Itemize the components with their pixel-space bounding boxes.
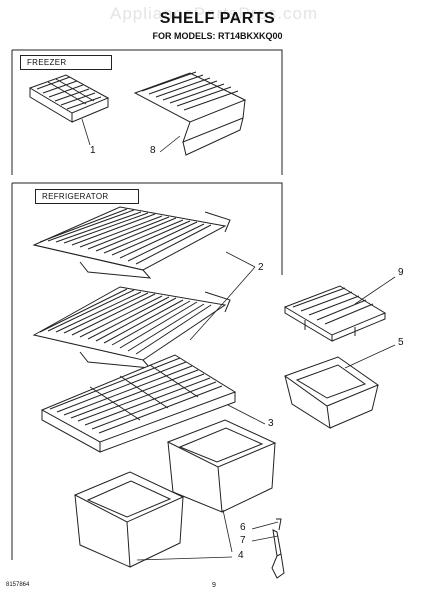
callout-3: 3 <box>268 418 274 429</box>
wire-shelf-upper <box>32 206 231 279</box>
refrigerator-section-label: REFRIGERATOR <box>35 189 139 204</box>
callout-5: 5 <box>398 337 404 348</box>
callout-6: 6 <box>240 522 246 533</box>
callout-4: 4 <box>238 550 244 561</box>
meat-pan <box>283 356 380 429</box>
document-number: 8157864 <box>6 582 30 588</box>
crisper-drawer-right <box>166 419 277 513</box>
callout-9: 9 <box>398 267 404 278</box>
meat-pan-cover <box>283 285 387 342</box>
refrigerator-frame <box>11 182 283 560</box>
ice-cube-tray <box>28 74 110 123</box>
callout-8: 8 <box>150 145 156 156</box>
callout-2: 2 <box>258 262 264 273</box>
callout-1: 1 <box>90 145 96 156</box>
callout-7: 7 <box>240 535 246 546</box>
crisper-cover <box>40 354 237 453</box>
page-number: 9 <box>212 582 216 589</box>
freezer-shelf <box>133 71 247 156</box>
crisper-drawer-left <box>73 471 185 568</box>
page-subtitle: FOR MODELS: RT14BKXKQ00 <box>152 31 283 41</box>
watermark: AppliancePartsPros.com <box>110 4 319 23</box>
wire-shelf-lower <box>32 286 231 369</box>
leader-lines <box>81 118 396 561</box>
shelf-support-rod <box>271 518 285 579</box>
page-title: SHELF PARTS <box>159 10 276 27</box>
freezer-frame <box>11 49 283 175</box>
freezer-section-label: FREEZER <box>20 55 112 70</box>
